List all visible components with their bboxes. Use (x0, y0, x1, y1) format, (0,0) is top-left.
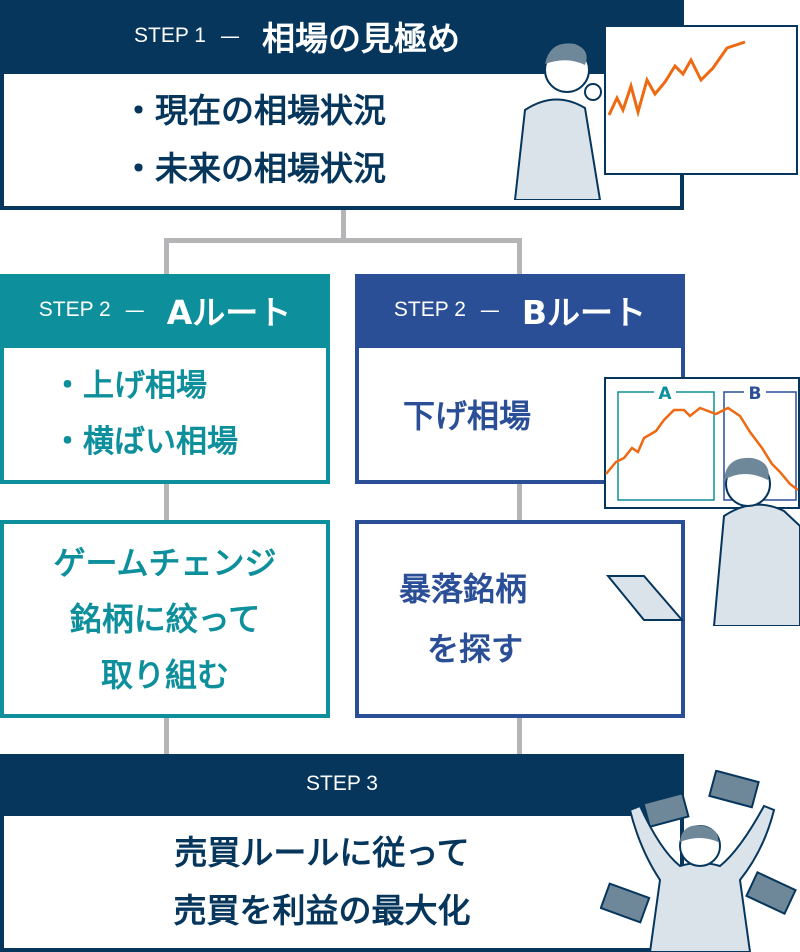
list-item: 下げ相場 (403, 397, 532, 435)
routeB-header: STEP 2 — Bルート (355, 274, 685, 346)
dash: — (219, 24, 240, 48)
laptop-icon (605, 575, 685, 621)
thinking-businessman-illustration (513, 25, 798, 200)
action-line: 銘柄に絞って (69, 600, 261, 638)
connector (517, 238, 522, 278)
list-item: ・未来の相場状況 (122, 149, 386, 188)
step1-header: STEP 1 — 相場の見極め (0, 0, 684, 72)
dash: — (124, 298, 145, 322)
list-item: ・現在の相場状況 (122, 91, 386, 130)
connector (341, 208, 346, 240)
connector (517, 482, 522, 522)
celebrating-businessman-illustration (600, 770, 797, 952)
rising-line (607, 40, 746, 118)
result-line: 売買を利益の最大化 (173, 891, 471, 930)
banknote-icon (600, 882, 651, 924)
step-label: STEP 2 (38, 298, 111, 321)
banknote-icon (745, 871, 797, 915)
routeA-header: STEP 2 — Aルート (0, 274, 330, 346)
action-line: を探す (427, 630, 524, 668)
routeA-condition-box: ・上げ相場 ・横ばい相場 (0, 344, 330, 484)
result-line: 売買ルールに従って (174, 833, 470, 872)
routeB-action-box: 暴落銘柄 を探す (355, 520, 685, 718)
list-item: ・横ばい相場 (52, 424, 238, 460)
step-label: STEP 1 (134, 24, 206, 47)
step-label: STEP 2 (393, 298, 466, 321)
label-b: B (749, 384, 762, 404)
step3-box: 売買ルールに従って 売買を利益の最大化 (0, 812, 684, 952)
action-line: 取り組む (100, 656, 229, 694)
action-line: 暴落銘柄 (399, 570, 528, 608)
routeB-condition-box: 下げ相場 (355, 344, 685, 484)
connector (164, 238, 522, 243)
banknote-icon (642, 792, 690, 828)
dash: — (479, 298, 500, 322)
connector (164, 482, 169, 522)
step-label: STEP 3 (306, 772, 378, 795)
rise-fall-line (605, 406, 799, 491)
action-line: ゲームチェンジ (53, 544, 277, 582)
connector (517, 716, 522, 756)
connector (164, 716, 169, 756)
routeA-action-box: ゲームチェンジ 銘柄に絞って 取り組む (0, 520, 330, 718)
list-item: ・上げ相場 (52, 368, 207, 404)
hand (584, 83, 602, 101)
chart-board (604, 25, 798, 175)
step1-title: 相場の見極め (261, 19, 460, 58)
step3-header: STEP 3 (0, 754, 684, 814)
banknote-icon (708, 770, 760, 809)
laptop-businessman-illustration: A B (604, 377, 800, 626)
connector (164, 238, 169, 278)
routeA-title: Aルート (166, 293, 292, 332)
label-a: A (658, 384, 672, 404)
routeB-title: Bルート (521, 293, 647, 332)
